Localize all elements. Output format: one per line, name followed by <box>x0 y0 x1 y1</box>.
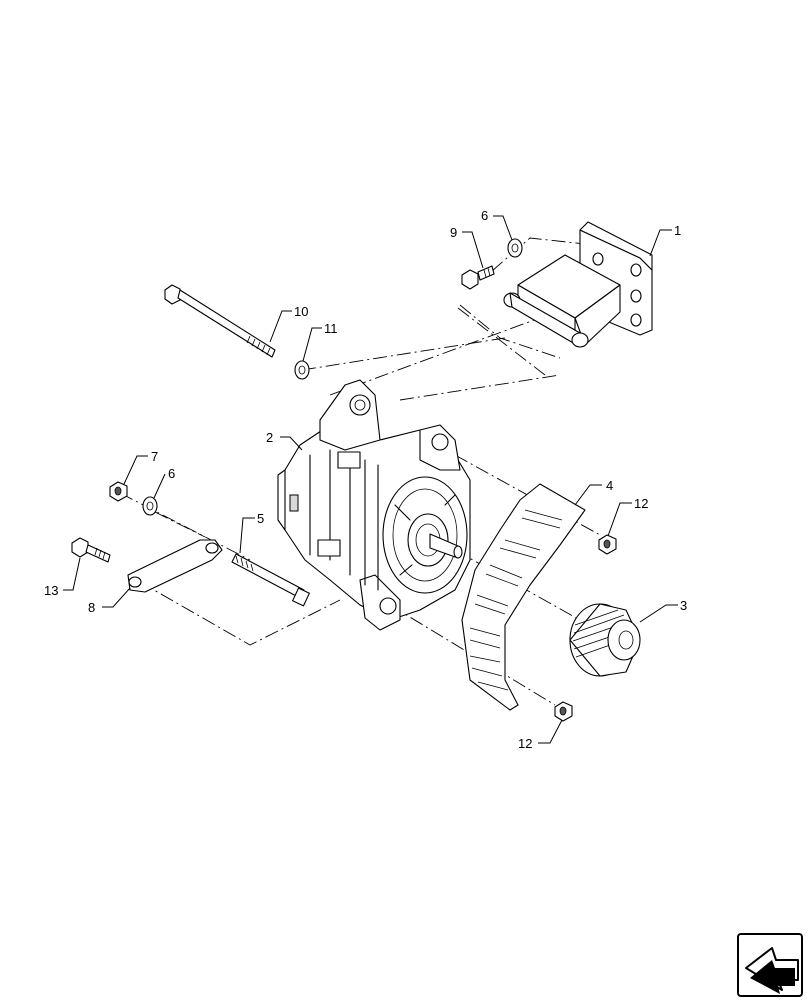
alternator <box>277 379 471 631</box>
leader-lines <box>63 215 678 744</box>
callout-6-lower: 6 <box>168 466 175 481</box>
slotted-guard <box>461 483 586 711</box>
pulley <box>569 603 641 677</box>
bolt-13 <box>71 537 111 563</box>
nut-upper-right <box>598 534 617 555</box>
callout-8: 8 <box>88 600 95 615</box>
callout-1: 1 <box>674 223 681 238</box>
washer-upper <box>507 238 523 258</box>
callout-labels: 1 2 3 4 5 6 6 7 8 9 10 11 12 12 13 <box>44 208 687 751</box>
callout-7: 7 <box>151 449 158 464</box>
callout-12-lower: 12 <box>518 736 532 751</box>
nut-small <box>109 481 128 502</box>
back-arrow-icon[interactable] <box>737 933 803 997</box>
callout-11: 11 <box>324 321 338 336</box>
callout-2: 2 <box>266 430 273 445</box>
callout-13: 13 <box>44 583 58 598</box>
bolt-small <box>461 265 495 290</box>
washer-lower <box>142 496 158 516</box>
callout-5: 5 <box>257 511 264 526</box>
callout-3: 3 <box>680 598 687 613</box>
callout-12-upper: 12 <box>634 496 648 511</box>
callout-4: 4 <box>606 478 613 493</box>
adjusting-strap <box>127 539 223 593</box>
callout-10: 10 <box>294 304 308 319</box>
washer-11 <box>294 360 310 380</box>
callout-9: 9 <box>450 225 457 240</box>
callout-6-upper: 6 <box>481 208 488 223</box>
long-bolt <box>164 284 276 358</box>
nut-lower-right <box>554 701 573 722</box>
mounting-bracket <box>503 221 653 348</box>
stud <box>231 553 310 607</box>
